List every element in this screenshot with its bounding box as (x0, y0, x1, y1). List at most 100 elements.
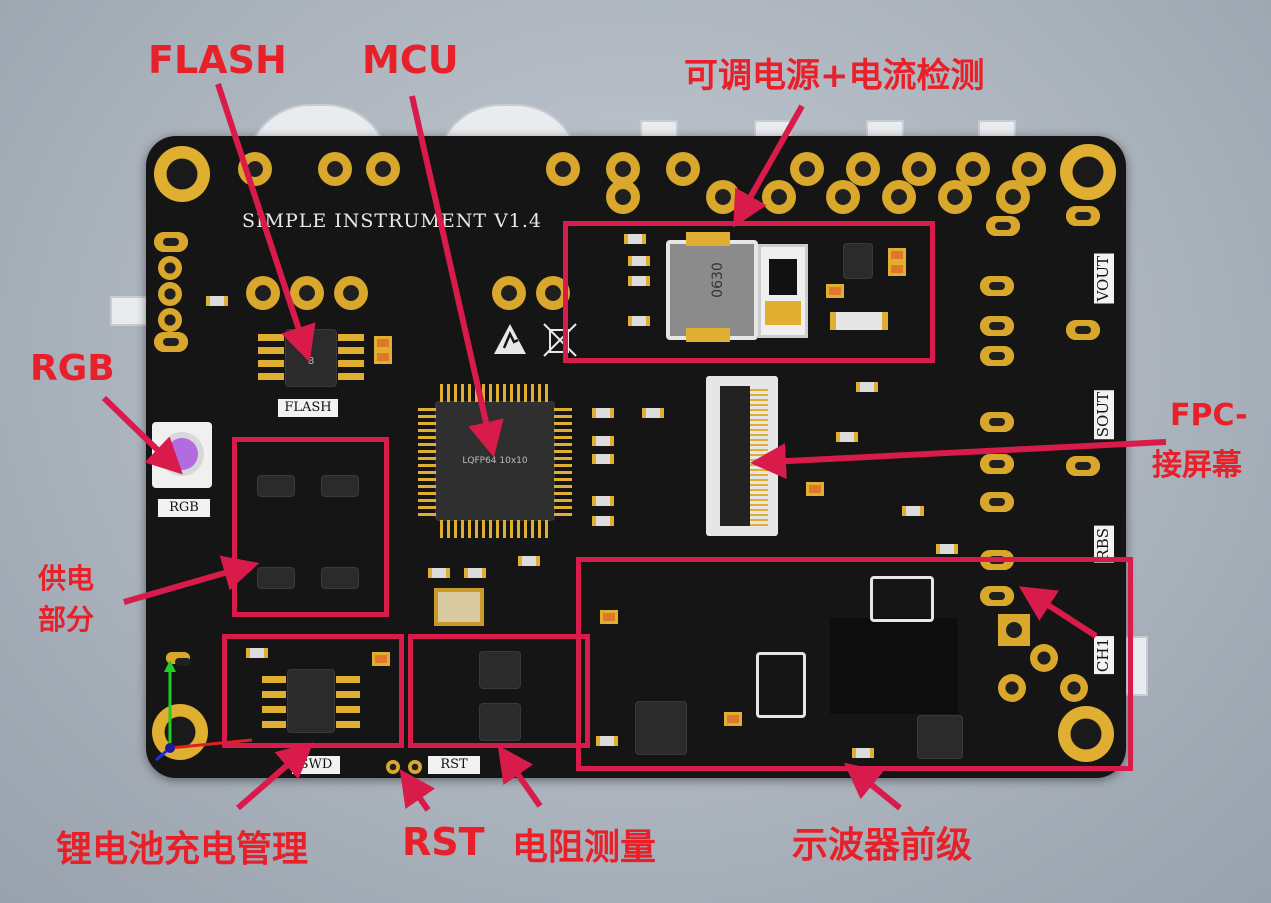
oval-pad (980, 412, 1014, 432)
smd-part (628, 256, 650, 266)
esd-warning-icon (494, 324, 526, 354)
mcu-pins-bottom (440, 520, 550, 538)
oval-pad (980, 454, 1014, 474)
oval-pad (1066, 320, 1100, 340)
through-hole-pad (826, 180, 860, 214)
oval-pad (980, 492, 1014, 512)
smd-part (428, 568, 450, 578)
arrow-resistance (497, 745, 543, 808)
label-fpc-line1: FPC- (1170, 398, 1248, 433)
oval-pad (154, 332, 188, 352)
board-title: SIMPLE INSTRUMENT V1.4 (242, 210, 543, 232)
through-hole-pad (492, 276, 526, 310)
smd-part (596, 736, 618, 746)
through-hole-pad (1030, 644, 1058, 672)
through-hole-pad (290, 276, 324, 310)
mcu-pins-left (418, 406, 436, 516)
arrow-flash (215, 83, 316, 363)
axis-indicator-icon (155, 660, 253, 762)
disposal-icon (543, 323, 577, 357)
label-mcu: MCU (362, 38, 459, 82)
oval-pad (986, 216, 1020, 236)
arrow-ch1 (1018, 586, 1098, 639)
mcu-pins-top (440, 384, 550, 402)
through-hole-pad (996, 180, 1030, 214)
smd-part (592, 454, 614, 464)
arrow-rgb (101, 395, 183, 475)
through-hole-pad (606, 180, 640, 214)
smd-part (624, 234, 646, 244)
arrow-scope (844, 762, 902, 811)
smd-part (464, 568, 486, 578)
smd-part (206, 296, 228, 306)
through-hole-pad (1060, 674, 1088, 702)
smd-part (592, 496, 614, 506)
label-rst: RST (402, 820, 485, 864)
inductor-pad-bottom (686, 328, 730, 342)
supply-ic-3 (258, 568, 294, 588)
charger-ic (288, 670, 334, 732)
oval-pad (980, 346, 1014, 366)
through-hole-pad (762, 180, 796, 214)
smd-part (806, 482, 824, 496)
box-supply (232, 437, 389, 617)
label-charge: 锂电池充电管理 (56, 829, 309, 870)
supply-ic-1 (258, 476, 294, 496)
smd-part (374, 336, 392, 350)
smd-part (836, 432, 858, 442)
through-hole-pad (158, 308, 182, 332)
supply-ic-4 (322, 568, 358, 588)
smd-part (826, 284, 844, 298)
oval-pad (980, 316, 1014, 336)
through-hole-pad (956, 152, 990, 186)
through-hole-pad (902, 152, 936, 186)
arrow-supply (123, 555, 260, 605)
label-supply-line1: 供电 (38, 562, 95, 595)
scope-shield (830, 618, 958, 714)
smd-part (902, 506, 924, 516)
scope-opamp (636, 702, 686, 754)
silk-flash: FLASH (278, 399, 338, 417)
label-scope: 示波器前级 (792, 825, 973, 866)
inductor-pad-top (686, 232, 730, 246)
smd-part (936, 544, 958, 554)
trimmer (756, 652, 806, 718)
label-power-supply: 可调电源+电流检测 (684, 56, 985, 96)
resistor (830, 312, 888, 330)
through-hole-pad (366, 152, 400, 186)
crystal (434, 588, 484, 626)
arrow-fpc (750, 439, 1167, 480)
through-hole-pad (846, 152, 880, 186)
supply-ic-2 (322, 476, 358, 496)
rst-pad (386, 760, 400, 774)
smd-part (246, 648, 268, 658)
oval-pad (1066, 456, 1100, 476)
resistance-ic-2 (480, 704, 520, 740)
smd-part (372, 652, 390, 666)
smd-part (518, 556, 540, 566)
smd-part (600, 610, 618, 624)
smd-part (642, 408, 664, 418)
smd-part (852, 748, 874, 758)
silk-rgb: RGB (158, 499, 210, 517)
tantalum-capacitor (758, 244, 808, 338)
flash-pins-right (338, 334, 364, 380)
through-hole-pad (790, 152, 824, 186)
pcb-board: VOUT SOUT RBS CH1 SIMPLE INSTRUMENT V1.4… (146, 136, 1126, 778)
smd-part (592, 516, 614, 526)
charger-pins-right (336, 676, 360, 728)
mounting-hole-bottom-left (152, 704, 208, 760)
mcu-pins-right (554, 406, 572, 516)
arrow-power (733, 104, 805, 228)
arrow-rst (399, 769, 436, 812)
probe-pad (998, 614, 1030, 646)
label-flash: FLASH (148, 38, 287, 82)
scope-ic-sop4 (918, 716, 962, 758)
smd-part (628, 316, 650, 326)
oval-pad (154, 232, 188, 252)
oval-pad (980, 276, 1014, 296)
oval-pad (980, 586, 1014, 606)
mcu-marking: LQFP64 10x10 (462, 456, 528, 466)
label-fpc-line2: 接屏幕 (1152, 448, 1242, 483)
